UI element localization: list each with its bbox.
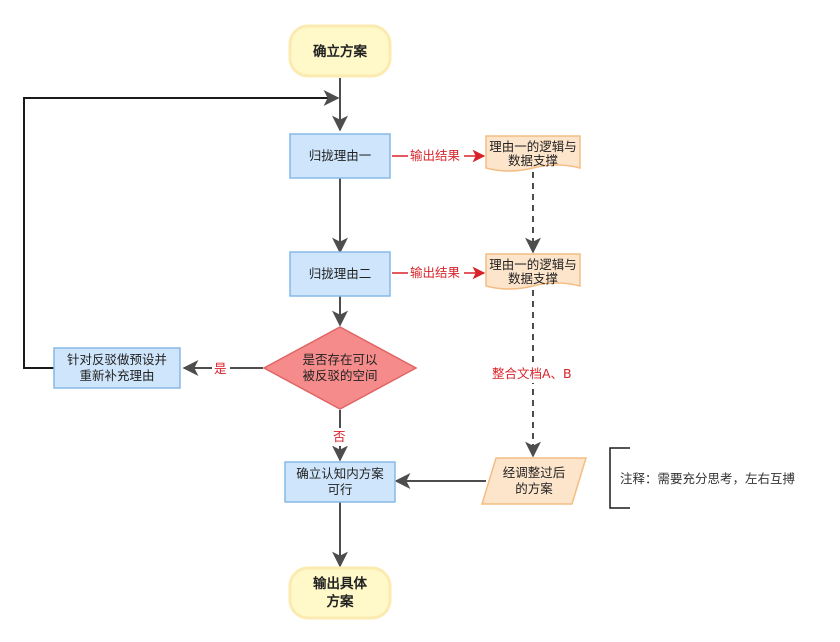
doc2-node-line1: 理由一的逻辑与 xyxy=(489,257,577,272)
doc2-node-line2: 数据支撑 xyxy=(508,271,559,286)
confirm-node[interactable]: 确立认知内方案 可行 xyxy=(284,461,396,503)
doc1-node-line1: 理由一的逻辑与 xyxy=(489,139,577,154)
annotation-bracket xyxy=(609,447,630,509)
adjusted-node[interactable]: 经调整过后 的方案 xyxy=(480,457,588,505)
adjusted-node-line2: 的方案 xyxy=(515,481,553,496)
reason1-node-label: 归拢理由一 xyxy=(309,148,372,163)
adjusted-node-line1: 经调整过后 xyxy=(503,465,566,480)
edge-label-yes: 是 xyxy=(214,361,227,376)
end-node[interactable]: 输出具体 方案 xyxy=(288,566,392,620)
rebut-node[interactable]: 针对反驳做预设并 重新补充理由 xyxy=(53,347,181,389)
edge-label-output2: 输出结果 xyxy=(410,265,461,280)
decision-node-line1: 是否存在可以 xyxy=(302,352,378,367)
start-node[interactable]: 确立方案 xyxy=(288,24,392,78)
confirm-node-line2: 可行 xyxy=(327,482,352,497)
end-node-line2: 方案 xyxy=(327,593,354,610)
edge-label-bg xyxy=(408,147,464,165)
reason2-node[interactable]: 归拢理由二 xyxy=(289,251,391,297)
reason2-node-label: 归拢理由二 xyxy=(309,266,372,281)
doc1-node-line2: 数据支撑 xyxy=(508,153,559,168)
edge-labels: 输出结果 输出结果 是 否 整合文档A、B xyxy=(212,147,576,446)
edge-label-merge: 整合文档A、B xyxy=(492,366,572,381)
edge-label-bg xyxy=(212,360,230,378)
doc2-node[interactable]: 理由一的逻辑与 数据支撑 xyxy=(485,253,581,290)
edge-label-no: 否 xyxy=(333,429,346,444)
edge-label-bg xyxy=(331,428,349,446)
end-node-line1: 输出具体 xyxy=(313,575,367,592)
edge-label-bg xyxy=(408,264,464,282)
rebut-node-line1: 针对反驳做预设并 xyxy=(67,352,167,367)
start-node-label: 确立方案 xyxy=(313,43,367,60)
decision-node-line2: 被反驳的空间 xyxy=(302,368,377,383)
decision-node[interactable]: 是否存在可以 被反驳的空间 xyxy=(262,326,418,410)
rebut-node-line2: 重新补充理由 xyxy=(79,368,154,383)
reason1-node[interactable]: 归拢理由一 xyxy=(289,133,391,179)
doc1-node[interactable]: 理由一的逻辑与 数据支撑 xyxy=(485,135,581,172)
edge-rebut-loop-back xyxy=(23,90,340,369)
annotation-text: 注释：需要充分思考，左右互搏 xyxy=(620,471,795,486)
annotation-note: 注释：需要充分思考，左右互搏 xyxy=(609,447,795,509)
confirm-node-line1: 确立认知内方案 xyxy=(296,466,384,481)
edge-label-bg xyxy=(490,365,576,383)
edge-label-output1: 输出结果 xyxy=(410,148,461,163)
